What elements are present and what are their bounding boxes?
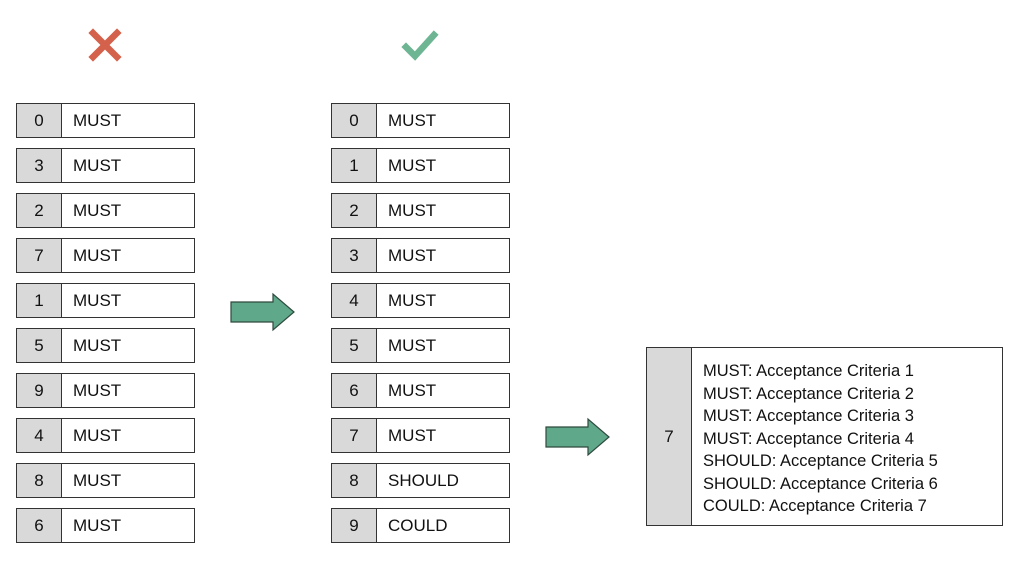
cross-icon [85, 25, 125, 65]
list-item: 3 MUST [331, 238, 510, 273]
item-priority: MUST [73, 515, 122, 535]
item-index: 5 [17, 329, 62, 362]
list-item: 4 MUST [16, 418, 195, 453]
list-item: 8 MUST [16, 463, 195, 498]
item-priority: MUST [73, 290, 122, 310]
item-priority: MUST [73, 425, 122, 445]
item-priority: SHOULD [388, 470, 459, 490]
acceptance-criterion: SHOULD: Acceptance Criteria 6 [703, 474, 938, 493]
item-index: 2 [17, 194, 62, 227]
list-item: 1 MUST [16, 283, 195, 318]
list-item: 7 MUST [331, 418, 510, 453]
list-item: 5 MUST [331, 328, 510, 363]
item-priority: MUST [73, 245, 122, 265]
list-item: 8 SHOULD [331, 463, 510, 498]
item-index: 6 [332, 374, 377, 407]
item-index: 1 [332, 149, 377, 182]
check-icon [400, 25, 440, 65]
item-index: 2 [332, 194, 377, 227]
list-item: 0 MUST [331, 103, 510, 138]
list-item: 1 MUST [331, 148, 510, 183]
acceptance-criteria-list: MUST: Acceptance Criteria 1 MUST: Accepta… [692, 348, 1002, 525]
item-priority: MUST [73, 380, 122, 400]
item-priority: MUST [388, 335, 437, 355]
item-index: 3 [17, 149, 62, 182]
item-index: 4 [17, 419, 62, 452]
item-priority: MUST [388, 155, 437, 175]
item-index: 5 [332, 329, 377, 362]
item-priority: MUST [388, 200, 437, 220]
arrow-right-icon [545, 417, 611, 457]
list-item: 9 MUST [16, 373, 195, 408]
item-index: 9 [17, 374, 62, 407]
acceptance-criterion: SHOULD: Acceptance Criteria 5 [703, 452, 938, 470]
item-index: 8 [17, 464, 62, 497]
acceptance-criterion: MUST: Acceptance Criteria 4 [703, 429, 914, 448]
item-priority: MUST [388, 290, 437, 310]
list-item: 4 MUST [331, 283, 510, 318]
item-index: 7 [17, 239, 62, 272]
item-index: 0 [17, 104, 62, 137]
acceptance-criterion: MUST: Acceptance Criteria 3 [703, 407, 914, 425]
item-index: 4 [332, 284, 377, 317]
list-item: 5 MUST [16, 328, 195, 363]
list-item: 7 MUST [16, 238, 195, 273]
acceptance-criterion: MUST: Acceptance Criteria 1 [703, 362, 914, 380]
item-index: 1 [17, 284, 62, 317]
list-item: 2 MUST [331, 193, 510, 228]
story-index-cell: 7 [647, 348, 692, 525]
item-priority: MUST [73, 155, 122, 175]
list-item: 6 MUST [16, 508, 195, 543]
item-priority: COULD [388, 515, 448, 535]
item-index: 6 [17, 509, 62, 542]
item-index: 3 [332, 239, 377, 272]
item-priority: MUST [73, 200, 122, 220]
item-priority: MUST [388, 245, 437, 265]
item-priority: MUST [73, 470, 122, 490]
arrow-right-icon [230, 292, 296, 332]
item-index: 9 [332, 509, 377, 542]
acceptance-criterion: COULD: Acceptance Criteria 7 [703, 497, 927, 515]
item-priority: MUST [388, 425, 437, 445]
list-item: 0 MUST [16, 103, 195, 138]
item-index: 8 [332, 464, 377, 497]
item-priority: MUST [388, 110, 437, 130]
item-priority: MUST [388, 380, 437, 400]
acceptance-criterion: MUST: Acceptance Criteria 2 [703, 384, 914, 403]
item-priority: MUST [73, 335, 122, 355]
list-item: 9 COULD [331, 508, 510, 543]
list-item: 6 MUST [331, 373, 510, 408]
item-index: 7 [332, 419, 377, 452]
list-item: 2 MUST [16, 193, 195, 228]
item-index: 0 [332, 104, 377, 137]
list-item: 3 MUST [16, 148, 195, 183]
item-priority: MUST [73, 110, 122, 130]
